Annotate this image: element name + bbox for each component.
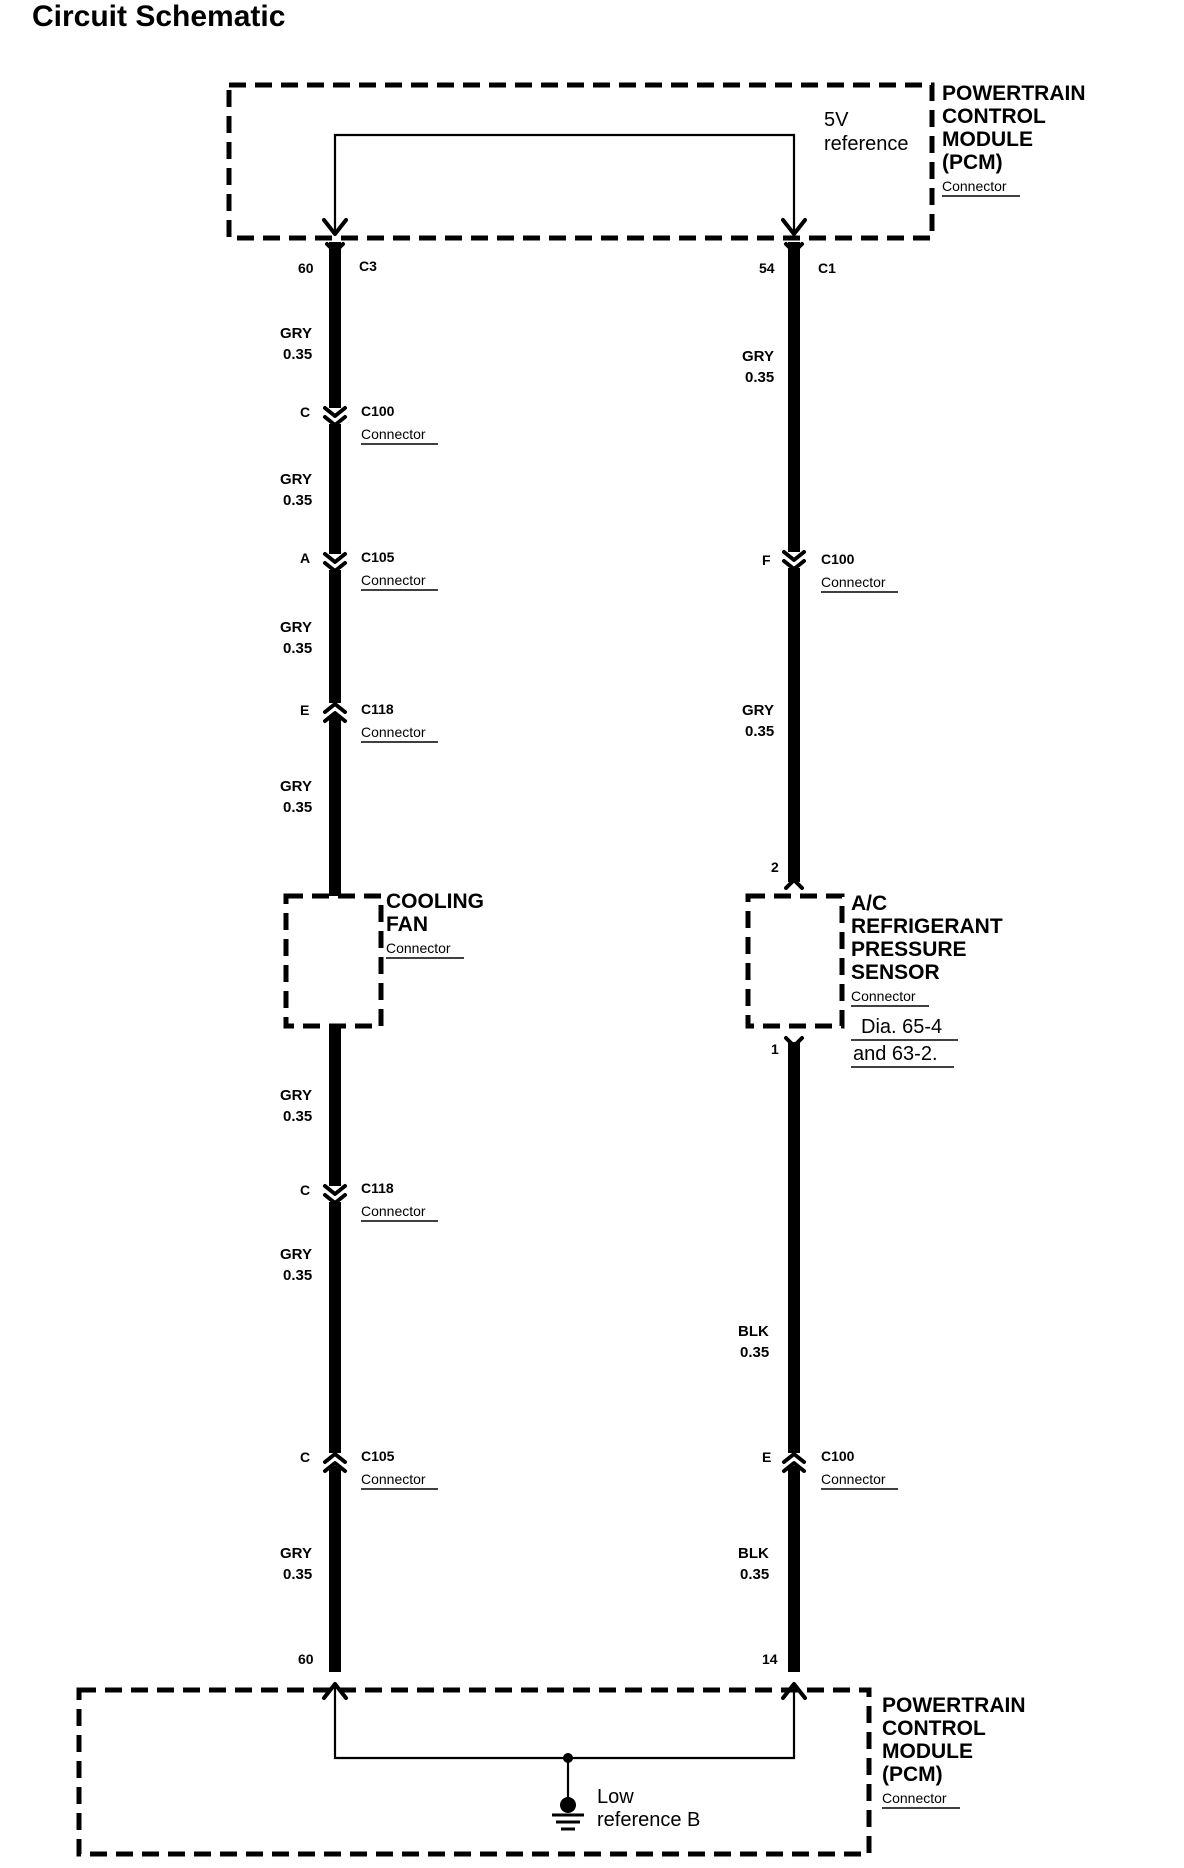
pcm-top-arrow-left-icon <box>322 218 348 236</box>
ac-sensor-name-line-3: PRESSURE <box>851 938 967 961</box>
right-wire-2-color: GRY <box>742 702 774 719</box>
pcm-top-name-line-2: CONTROL <box>942 105 1046 128</box>
ac-sensor-name-line-4: SENSOR <box>851 961 940 984</box>
left-wire-3-size: 0.35 <box>283 640 312 657</box>
pcm-bottom-name-line-2: CONTROL <box>882 1717 986 1740</box>
pcm-bottom-arrow-left-icon <box>322 1682 348 1700</box>
pcm-top-name-line-4: (PCM) <box>942 151 1003 174</box>
pcm-top-name-line-3: MODULE <box>942 128 1033 151</box>
left-c105-pin: A <box>300 550 310 566</box>
right-c100-bottom-label: Connector <box>821 1471 886 1487</box>
ac-sensor-pin-2: 2 <box>771 859 779 875</box>
cooling-fan-name-line-2: FAN <box>386 913 428 936</box>
left-wire-6-color: GRY <box>280 1246 312 1263</box>
pcm-bottom-name-line-3: MODULE <box>882 1740 973 1763</box>
left-wire-1-color: GRY <box>280 325 312 342</box>
pcm-top-arrow-right-icon <box>781 218 807 236</box>
ac-sensor-name-line-1: A/C <box>851 892 887 915</box>
right-c100-connector-icon <box>782 550 806 571</box>
ground-icon <box>552 1797 584 1831</box>
left-wire-4-color: GRY <box>280 778 312 795</box>
left-wire-4-size: 0.35 <box>283 799 312 816</box>
left-c118-top-pin: E <box>300 702 309 718</box>
right-top-connector-id: C1 <box>818 260 836 276</box>
left-c118-bottom-label: Connector <box>361 1203 426 1219</box>
left-c100-label: Connector <box>361 426 426 442</box>
right-wire-4-color: BLK <box>738 1545 769 1562</box>
pcm-top-connector-label: Connector <box>942 178 1007 194</box>
left-c105-bottom-connector-icon <box>323 1452 347 1473</box>
right-wire-1-size: 0.35 <box>745 369 774 386</box>
cooling-fan-box <box>283 893 384 1029</box>
pcm-top-reference-line <box>333 133 796 232</box>
left-top-connector-id: C3 <box>359 258 377 274</box>
ac-sensor-connector-label: Connector <box>851 988 916 1004</box>
right-c100-label: Connector <box>821 574 886 590</box>
pcm-bottom-connector-label: Connector <box>882 1790 947 1806</box>
ac-sensor-pin-1: 1 <box>771 1041 779 1057</box>
pcm-bottom-box <box>76 1687 872 1857</box>
left-wire-2-size: 0.35 <box>283 492 312 509</box>
right-bottom-pin-number: 14 <box>762 1651 778 1667</box>
right-c100-bottom-connector-icon <box>782 1452 806 1473</box>
left-wire-7-size: 0.35 <box>283 1566 312 1583</box>
right-wire-3-color: BLK <box>738 1323 769 1340</box>
right-c100-bottom-pin: E <box>762 1449 771 1465</box>
left-wire-5-color: GRY <box>280 1087 312 1104</box>
pcm-top-box <box>226 82 935 241</box>
left-wire-2-color: GRY <box>280 471 312 488</box>
right-c100-bottom-id: C100 <box>821 1448 855 1464</box>
left-top-pin-number: 60 <box>298 260 314 276</box>
right-wire-3-size: 0.35 <box>740 1344 769 1361</box>
ac-sensor-pin2-marker-icon <box>784 878 804 890</box>
left-wire-3-color: GRY <box>280 619 312 636</box>
left-wire-5-size: 0.35 <box>283 1108 312 1125</box>
right-wire-4-size: 0.35 <box>740 1566 769 1583</box>
ac-sensor-name-line-2: REFRIGERANT <box>851 915 1003 938</box>
right-top-pin-number: 54 <box>759 260 775 276</box>
ac-sensor-diagram-ref-line-1: Dia. 65-4 <box>861 1016 942 1038</box>
left-c118-bottom-pin: C <box>300 1182 310 1198</box>
left-c105-bottom-id: C105 <box>361 1448 395 1464</box>
right-c100-id: C100 <box>821 551 855 567</box>
pcm-bottom-name-line-1: POWERTRAIN <box>882 1694 1026 1717</box>
pcm-bottom-signal-low: Low <box>597 1786 634 1808</box>
left-c105-connector-icon <box>323 552 347 573</box>
pcm-bottom-signal-reference-b: reference B <box>597 1809 700 1831</box>
left-c100-connector-icon <box>323 406 347 427</box>
left-c105-bottom-label: Connector <box>361 1471 426 1487</box>
left-c118-bottom-id: C118 <box>361 1180 394 1196</box>
left-c100-pin: C <box>300 404 310 420</box>
cooling-fan-connector-label: Connector <box>386 940 451 956</box>
ac-sensor-pin1-marker-icon <box>784 1036 804 1048</box>
left-wire-1-size: 0.35 <box>283 346 312 363</box>
pcm-bottom-arrow-right-icon <box>781 1682 807 1700</box>
left-c118-bottom-connector-icon <box>323 1184 347 1205</box>
pcm-top-signal-reference: reference <box>824 133 909 155</box>
pcm-top-signal-5v: 5V <box>824 109 849 131</box>
left-c118-top-id: C118 <box>361 701 394 717</box>
pcm-top-name-line-1: POWERTRAIN <box>942 82 1086 105</box>
left-c118-top-label: Connector <box>361 724 426 740</box>
left-c118-top-connector-icon <box>323 702 347 723</box>
ac-sensor-diagram-ref-line-2: and 63-2. <box>853 1043 938 1065</box>
right-c100-pin: F <box>762 552 771 568</box>
page-title: Circuit Schematic <box>32 0 286 33</box>
left-bottom-pin-number: 60 <box>298 1651 314 1667</box>
pcm-bottom-ground-line <box>333 1686 796 1760</box>
left-top-pin-marker-icon <box>325 242 345 254</box>
pcm-bottom-name-line-4: (PCM) <box>882 1763 943 1786</box>
left-c105-bottom-pin: C <box>300 1449 310 1465</box>
ac-sensor-box <box>745 893 845 1029</box>
left-wire-7-color: GRY <box>280 1545 312 1562</box>
left-c105-id: C105 <box>361 549 395 565</box>
left-c100-id: C100 <box>361 403 395 419</box>
right-wire-1-color: GRY <box>742 348 774 365</box>
left-c105-label: Connector <box>361 572 426 588</box>
right-wire-2-size: 0.35 <box>745 723 774 740</box>
cooling-fan-name-line-1: COOLING <box>386 890 484 913</box>
left-wire-6-size: 0.35 <box>283 1267 312 1284</box>
